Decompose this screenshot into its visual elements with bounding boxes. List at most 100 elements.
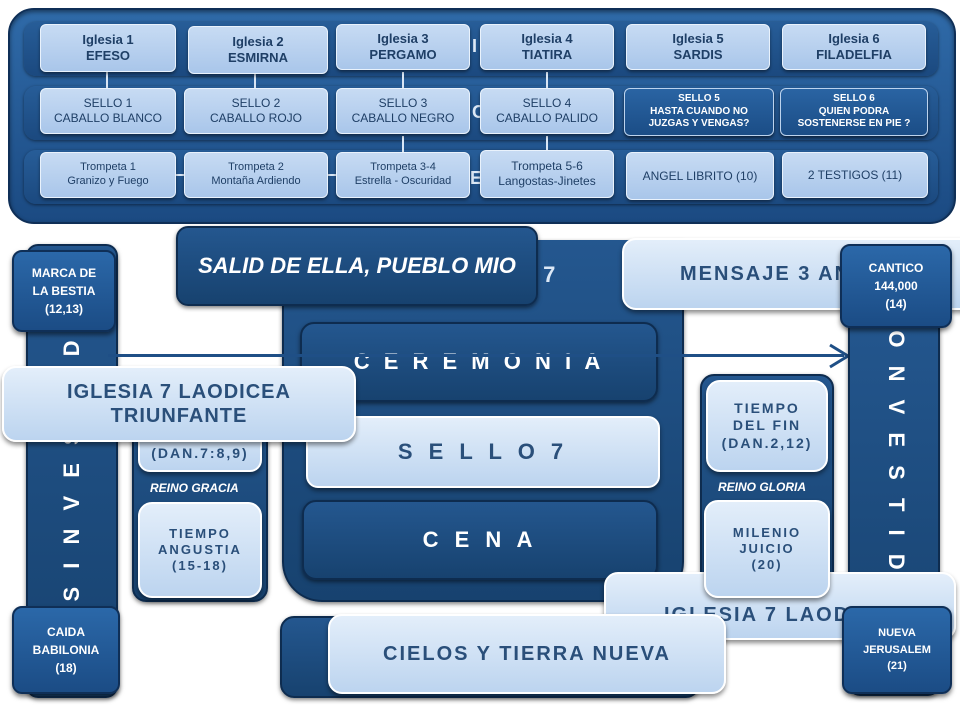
seal-desc: CABALLO NEGRO xyxy=(351,111,455,125)
salid-label: SALID DE ELLA, PUEBLO MIO xyxy=(198,253,516,279)
connector-line xyxy=(546,136,548,154)
badge-line: (21) xyxy=(887,660,907,673)
seal-desc: SOSTENERSE EN PIE ? xyxy=(797,118,911,130)
two-witnesses-box[interactable]: 2 TESTIGOS (11) xyxy=(782,152,928,198)
box-line: TIEMPO xyxy=(169,525,231,541)
cielos-label: CIELOS Y TIERRA NUEVA xyxy=(383,642,671,665)
church-place: SARDIS xyxy=(673,47,723,62)
trumpet-desc: Langostas-Jinetes xyxy=(498,174,596,188)
church-1-box[interactable]: Iglesia 1 EFESO xyxy=(40,24,176,72)
trumpet-title: Trompeta 3-4 xyxy=(370,161,436,174)
seal-title: SELLO 6 xyxy=(833,93,875,105)
mensaje-label: MENSAJE 3 AN xyxy=(680,262,852,285)
church-place: PERGAMO xyxy=(369,47,437,62)
church-name: Iglesia 3 xyxy=(377,30,429,46)
church-2-box[interactable]: Iglesia 2 ESMIRNA xyxy=(188,26,328,74)
ghost-letter: I xyxy=(472,36,482,56)
connector-line xyxy=(254,72,256,90)
badge-line: CAIDA xyxy=(46,625,85,639)
seal-title: SELLO 4 xyxy=(522,96,572,110)
salid-de-ella-box[interactable]: SALID DE ELLA, PUEBLO MIO xyxy=(176,226,538,306)
angel-librito-box[interactable]: ANGEL LIBRITO (10) xyxy=(626,152,774,200)
church-name: Iglesia 1 xyxy=(82,31,134,47)
badge-line: BABILONIA xyxy=(32,643,100,657)
church-4-box[interactable]: Iglesia 4 TIATIRA xyxy=(480,24,614,70)
connector-line xyxy=(170,174,190,176)
box-line: IGLESIA 7 LAODICEA xyxy=(67,381,291,403)
box-line: (20) xyxy=(751,557,783,573)
cantico-badge[interactable]: CANTICO 144,000 (14) xyxy=(840,244,952,328)
box-line: (15-18) xyxy=(172,558,228,574)
nueva-jerusalem-badge[interactable]: NUEVA JERUSALEM (21) xyxy=(842,606,952,694)
seal-4-box[interactable]: SELLO 4 CABALLO PALIDO xyxy=(480,88,614,134)
daniel-ref: (DAN.7:8,9) xyxy=(151,444,249,461)
seal-desc: HASTA CUANDO NO xyxy=(650,105,748,117)
trumpet-desc: Estrella - Oscuridad xyxy=(354,175,452,187)
church-place: ESMIRNA xyxy=(228,50,288,65)
seal-title: SELLO 2 xyxy=(231,96,281,110)
angel-label: ANGEL LIBRITO (10) xyxy=(642,168,758,183)
church-3-box[interactable]: Iglesia 3 PERGAMO xyxy=(336,24,470,70)
seal-desc: CABALLO ROJO xyxy=(209,111,303,125)
seal-1-box[interactable]: SELLO 1 CABALLO BLANCO xyxy=(40,88,176,134)
box-line: (DAN.2,12) xyxy=(721,434,813,451)
church-place: TIATIRA xyxy=(521,47,573,62)
cielos-tierra-box[interactable]: CIELOS Y TIERRA NUEVA xyxy=(328,614,726,694)
connector-line xyxy=(546,72,548,90)
church-5-box[interactable]: Iglesia 5 SARDIS xyxy=(626,24,770,70)
church-name: Iglesia 2 xyxy=(232,33,284,49)
tiempo-fin-box[interactable]: TIEMPO DEL FIN (DAN.2,12) xyxy=(706,380,828,472)
seal-5-box[interactable]: SELLO 5 HASTA CUANDO NO JUZGAS Y VENGAS? xyxy=(624,88,774,136)
arrow-line xyxy=(108,354,844,357)
trumpet-3-4-box[interactable]: Trompeta 3-4 Estrella - Oscuridad xyxy=(336,152,470,198)
seal-3-box[interactable]: SELLO 3 CABALLO NEGRO xyxy=(336,88,470,134)
badge-line: (14) xyxy=(885,297,907,311)
seal-6-box[interactable]: SELLO 6 QUIEN PODRA SOSTENERSE EN PIE ? xyxy=(780,88,928,136)
badge-line: CANTICO xyxy=(868,261,924,275)
milenio-box[interactable]: MILENIO JUICIO (20) xyxy=(704,500,830,598)
seal-desc: JUZGAS Y VENGAS? xyxy=(648,118,750,130)
marca-bestia-badge[interactable]: MARCA DE LA BESTIA (12,13) xyxy=(12,250,116,332)
church-place: FILADELFIA xyxy=(816,47,892,62)
seal-title: SELLO 1 xyxy=(83,96,133,110)
laodicea-triunfante-box[interactable]: IGLESIA 7 LAODICEA TRIUNFANTE xyxy=(2,366,356,442)
seal-2-box[interactable]: SELLO 2 CABALLO ROJO xyxy=(184,88,328,134)
seal-title: SELLO 5 xyxy=(678,93,720,105)
badge-line: LA BESTIA xyxy=(32,284,96,298)
cena-label: C E N A xyxy=(422,527,538,553)
church-name: Iglesia 5 xyxy=(672,30,724,46)
tiempo-angustia-box[interactable]: TIEMPO ANGUSTIA (15-18) xyxy=(138,502,262,598)
church-place: EFESO xyxy=(85,48,131,63)
badge-line: JERUSALEM xyxy=(863,643,931,656)
trumpet-5-6-box[interactable]: Trompeta 5-6 Langostas-Jinetes xyxy=(480,150,614,198)
church-name: Iglesia 4 xyxy=(521,30,573,46)
seal-desc: CABALLO PALIDO xyxy=(496,111,598,125)
seal-desc: CABALLO BLANCO xyxy=(53,111,163,125)
trumpet-desc: Granizo y Fuego xyxy=(67,175,149,187)
church-6-box[interactable]: Iglesia 6 FILADELFIA xyxy=(782,24,926,70)
witnesses-label: 2 TESTIGOS (11) xyxy=(807,167,903,182)
ceremonia-box[interactable]: C E R E M O N I A xyxy=(300,322,658,402)
badge-line: NUEVA xyxy=(878,627,916,640)
seal-desc: QUIEN PODRA xyxy=(818,105,890,117)
trumpet-title: Trompeta 5-6 xyxy=(511,159,583,173)
badge-line: (12,13) xyxy=(44,302,84,316)
trumpet-1-box[interactable]: Trompeta 1 Granizo y Fuego xyxy=(40,152,176,198)
box-line: MILENIO xyxy=(732,524,802,540)
box-line: ANGUSTIA xyxy=(158,541,242,557)
seal-title: SELLO 3 xyxy=(378,96,428,110)
trumpet-2-box[interactable]: Trompeta 2 Montaña Ardiendo xyxy=(184,152,328,198)
reino-gracia-label: REINO GRACIA xyxy=(150,481,239,495)
connector-line xyxy=(402,72,404,90)
trumpet-desc: Montaña Ardiendo xyxy=(211,175,301,187)
ghost-letter: E xyxy=(470,168,487,188)
cena-box[interactable]: C E N A xyxy=(302,500,658,580)
badge-line: 144,000 xyxy=(874,279,918,293)
sello-7-box[interactable]: S E L L O 7 xyxy=(306,416,660,488)
box-line: JUICIO xyxy=(739,540,795,556)
trumpet-title: Trompeta 1 xyxy=(80,161,136,174)
box-line: DEL FIN xyxy=(732,417,802,434)
ceremonia-label: C E R E M O N I A xyxy=(353,349,605,375)
badge-line: MARCA DE xyxy=(31,266,97,280)
